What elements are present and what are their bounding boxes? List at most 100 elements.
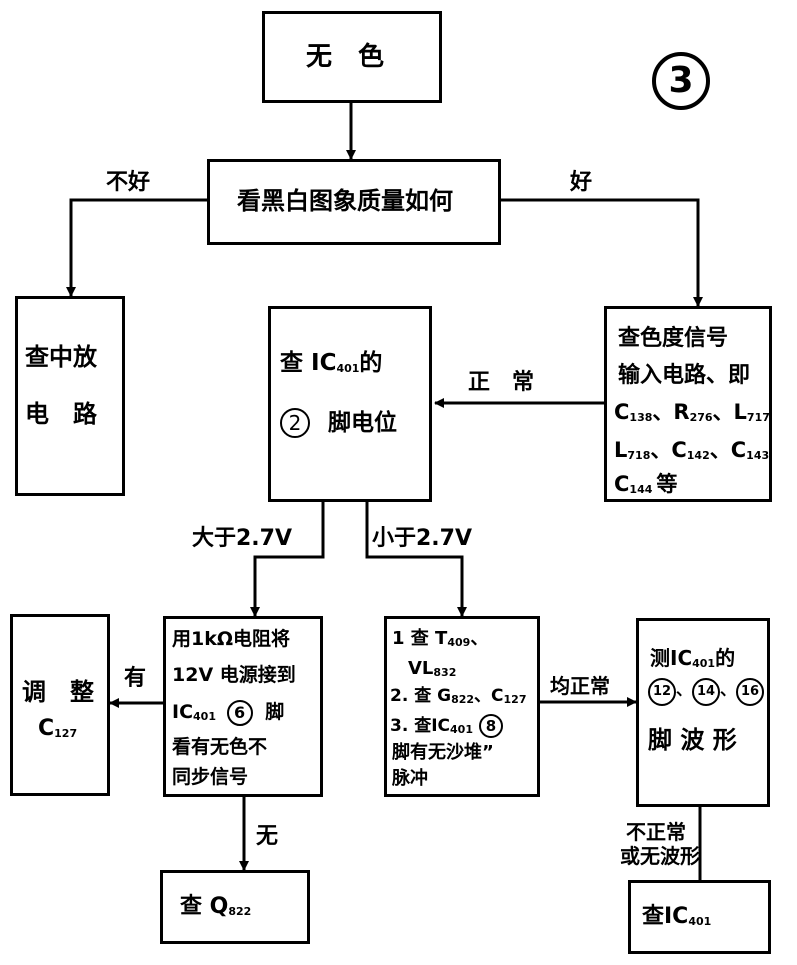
node-check-bw-label: 看黑白图象质量如何 [237, 187, 453, 215]
chroma-c144: C [614, 472, 630, 496]
node-adjust-line2: C127 [38, 718, 77, 740]
box-check-ic401 [628, 880, 771, 954]
node-t409-line3: 2. 查 G822、C127 [390, 686, 527, 706]
node-t409-line5: 脚有无沙堆” [392, 742, 494, 763]
box-measure-waveform [636, 618, 770, 807]
node-connect-line2: 12V 电源接到 [172, 664, 296, 686]
pin-6-circle: 6 [226, 700, 253, 726]
node-pin2-prefix: 查 IC [280, 350, 337, 376]
pin-8-circle: 8 [478, 714, 503, 738]
box-chroma-input [604, 306, 772, 502]
chroma-l717: 、L [712, 400, 747, 424]
node-connect-line1: 用1kΩ电阻将 [172, 628, 291, 650]
chroma-c138-sub: 138 [629, 411, 653, 424]
node-ic401-final-sub: 401 [688, 915, 712, 928]
chroma-l718-sub: 718 [627, 449, 651, 462]
pin-2-circle: 2 [280, 408, 310, 438]
node-ic401-prefix: 3. 查IC [390, 716, 451, 736]
chroma-l717-sub: 717 [746, 411, 770, 424]
pin-14-circle: 14 [692, 678, 721, 706]
node-connect-line5: 同步信号 [172, 766, 249, 788]
edge-label-abnormal-1: 不正常 [626, 820, 686, 844]
node-waveform-suffix: 的 [715, 646, 736, 670]
node-t409-sub: 409 [447, 636, 471, 649]
pin-sep-1: 、 [676, 680, 693, 699]
node-adjust-c: C [38, 716, 55, 741]
node-adjust-line1: 调 整 [22, 678, 94, 706]
edge-label-bad: 不好 [106, 170, 151, 195]
node-connect-ic-sub: 401 [193, 710, 216, 723]
node-ic401-label: 查IC401 [642, 906, 711, 928]
arrow-less-to-check-t409 [365, 502, 467, 617]
arrow-good-to-chroma-input [501, 198, 703, 307]
node-vl-sub: 832 [433, 666, 457, 679]
node-check-if-line2: 电 路 [25, 400, 97, 428]
chroma-c142-sub: 142 [686, 449, 710, 462]
box-check-q822 [160, 870, 310, 944]
edge-label-no: 无 [256, 824, 279, 849]
node-pin2-sub: 401 [336, 362, 360, 375]
arrow-greater-to-connect-12v [250, 502, 325, 617]
node-g822-prefix: 2. 查 G [390, 686, 452, 706]
node-c127-sub: 127 [503, 693, 527, 706]
node-ic401-final-prefix: 查IC [642, 904, 689, 929]
chroma-c143: 、C [709, 438, 747, 462]
node-pin2-line1: 查 IC401的 [280, 352, 382, 375]
node-pin2-line2: 2 脚电位 [280, 408, 397, 438]
node-waveform-line3: 脚 波 形 [648, 726, 737, 754]
box-no-color [262, 11, 442, 103]
chroma-c143-sub: 143 [746, 449, 770, 462]
chroma-tail: 等 [656, 472, 678, 496]
node-no-color-label: 无 色 [306, 42, 385, 72]
page-marker-circle: 3 [652, 52, 710, 110]
node-waveform-sub: 401 [692, 657, 716, 670]
node-connect-line3: IC401 6 脚 [172, 700, 284, 726]
node-t409-prefix: 1 查 T [392, 628, 448, 649]
node-g822-sub: 822 [451, 693, 475, 706]
node-waveform-line1: 测IC401的 [650, 648, 735, 669]
node-connect-ic: IC [172, 701, 194, 723]
chroma-c138: C [614, 400, 630, 424]
node-vl-prefix: VL [408, 658, 434, 679]
chroma-l718: L [614, 438, 628, 462]
node-t409-line4: 3. 查IC401 8 [390, 714, 503, 738]
arrow-bad-to-check-if [66, 198, 207, 297]
node-q822-sub: 822 [228, 905, 252, 918]
node-adjust-sub: 127 [54, 727, 78, 740]
node-check-if-line1: 查中放 [25, 343, 97, 371]
node-chroma-line4: L718、C142、C143 [614, 438, 770, 462]
node-connect-jiao: 脚 [265, 701, 285, 723]
node-q822-prefix: 查 Q [180, 894, 229, 919]
node-t409-suffix: 、 [470, 628, 489, 649]
edge-label-yes: 有 [124, 666, 147, 691]
box-adjust-c127 [10, 614, 110, 796]
edge-label-less: 小于2.7V [372, 526, 472, 551]
node-t409-line1: 1 查 T409、 [392, 628, 489, 649]
page-marker-number: 3 [668, 60, 694, 101]
edge-label-greater: 大于2.7V [192, 526, 292, 551]
node-chroma-line1: 查色度信号 [618, 326, 729, 351]
chroma-r276: 、R [652, 400, 690, 424]
chroma-r276-sub: 276 [689, 411, 713, 424]
pin-sep-2: 、 [720, 680, 737, 699]
node-c127-mid: 、C [474, 686, 504, 706]
node-waveform-prefix: 测IC [650, 646, 693, 670]
node-t409-line2: VL832 [408, 658, 457, 679]
node-pin2-suffix: 的 [359, 350, 383, 376]
node-ic401-sub: 401 [450, 723, 473, 736]
pin-12-circle: 12 [648, 678, 676, 706]
edge-label-all-normal: 均正常 [550, 674, 610, 698]
edge-label-good: 好 [570, 170, 593, 195]
node-waveform-line2: 12、14、16 [648, 678, 765, 706]
node-chroma-line2: 输入电路、即 [618, 363, 751, 388]
node-q822-label: 查 Q822 [180, 896, 251, 918]
box-pin2 [268, 306, 432, 502]
node-chroma-line3: C138、R276、L717 [614, 400, 770, 424]
node-pin2-line2-suffix: 脚电位 [328, 410, 398, 436]
node-t409-line6: 脉冲 [392, 768, 428, 789]
box-check-bw [207, 159, 501, 245]
pin-16-circle: 16 [736, 678, 765, 706]
